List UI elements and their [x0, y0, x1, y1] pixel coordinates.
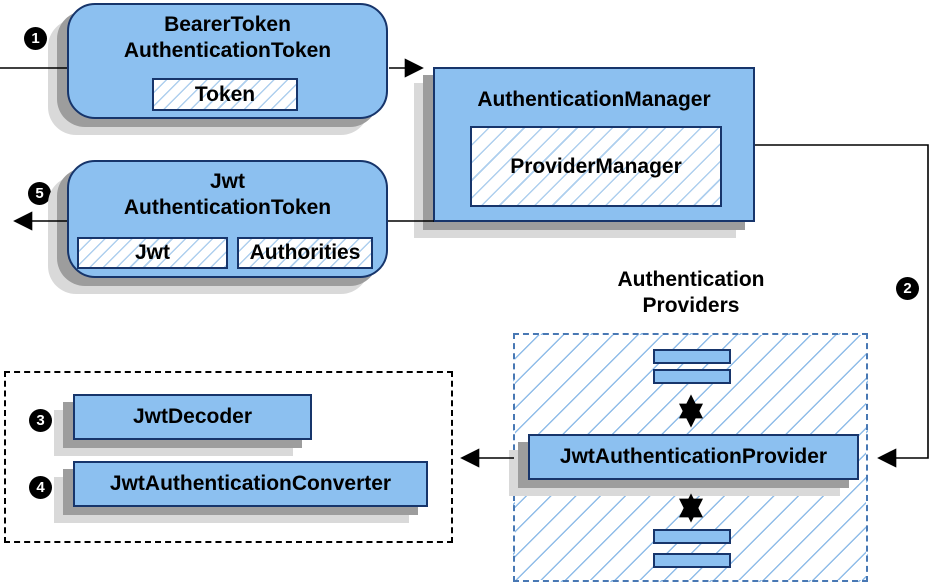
provider-slot-bar-bottom-1: [653, 529, 731, 544]
token-chip: Token: [152, 78, 298, 111]
provider-slot-bar-bottom-2: [653, 553, 731, 568]
authorities-chip: Authorities: [237, 237, 373, 269]
jwt-token-title-line1: Jwt: [209, 170, 245, 193]
jwt-chip: Jwt: [77, 237, 228, 269]
provider-slot-bar-top-2: [653, 369, 731, 384]
jwt-authentication-converter-node: JwtAuthenticationConverter: [73, 461, 428, 507]
provider-slot-bar-top-1: [653, 349, 731, 364]
step-2-badge: 2: [896, 277, 919, 300]
jwt-authentication-provider-node: JwtAuthenticationProvider: [528, 434, 859, 480]
authentication-providers-label-line2: Providers: [642, 294, 740, 317]
jwt-token-node-title: Jwt AuthenticationToken: [69, 162, 386, 221]
authentication-manager-title: AuthenticationManager: [477, 88, 711, 111]
jwt-tools-group: [4, 371, 453, 543]
authentication-providers-label-line1: Authentication: [617, 268, 765, 291]
bearer-token-title-line1: BearerToken: [164, 13, 291, 36]
step-5-badge: 5: [28, 182, 51, 205]
step-1-badge: 1: [24, 27, 47, 50]
jwt-decoder-node: JwtDecoder: [73, 394, 312, 440]
bearer-token-title-line2: AuthenticationToken: [123, 39, 332, 62]
bearer-token-node-title: BearerToken AuthenticationToken: [69, 5, 386, 64]
jwt-token-title-line2: AuthenticationToken: [123, 196, 332, 219]
authentication-providers-label: Authentication Providers: [556, 267, 826, 319]
step-4-badge: 4: [29, 476, 52, 499]
step-3-badge: 3: [29, 409, 52, 432]
provider-manager-chip: ProviderManager: [470, 126, 722, 207]
